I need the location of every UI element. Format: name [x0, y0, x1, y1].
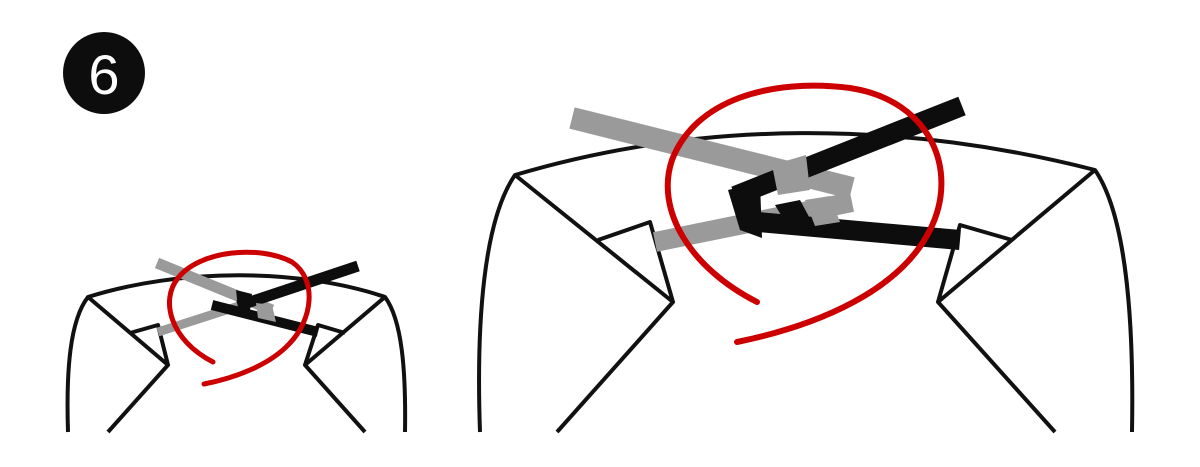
- large-highlight-circle: [664, 82, 945, 345]
- step-number: 6: [88, 43, 119, 106]
- small-left-lapel: [86, 295, 170, 434]
- step-badge: 6: [63, 32, 145, 114]
- large-left-lapel: [513, 173, 675, 434]
- small-right-lapel: [303, 295, 387, 434]
- small-tie-knot: [154, 257, 360, 337]
- small-collar-outline: [65, 273, 408, 433]
- small-collar-figure: [65, 273, 408, 434]
- small-highlight-circle: [167, 249, 312, 387]
- large-tie-knot: [569, 96, 966, 252]
- large-collar-figure: [477, 131, 1135, 434]
- large-right-lapel: [936, 168, 1097, 434]
- large-collar-outline: [477, 131, 1135, 433]
